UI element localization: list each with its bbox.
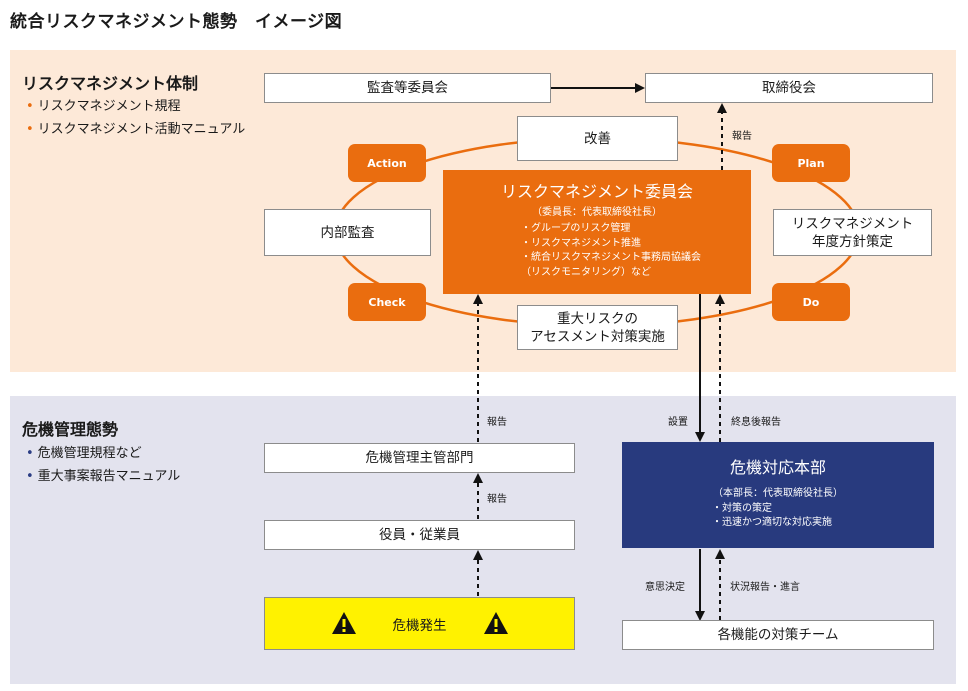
response-team-box: 各機能の対策チーム (622, 620, 934, 650)
list-item: ・グループのリスク管理 (521, 223, 631, 234)
list-item: （リスクモニタリング）など (521, 266, 651, 278)
risk-section-heading: リスクマネジメント体制 (22, 74, 199, 93)
crisis-dept-box: 危機管理主管部門 (264, 443, 575, 473)
crisis-occurrence-box: 危機発生 (264, 597, 575, 650)
internal-audit-box: 内部監査 (264, 209, 431, 256)
hq-chief: （本部長：代表取締役社長） (713, 488, 843, 499)
improvement-box: 改善 (517, 116, 678, 161)
pdca-do-badge: Do (772, 283, 850, 321)
committee-chair: （委員長：代表取締役社長） (532, 207, 662, 218)
hq-duties: ・対策の策定 ・迅速かつ適切な対応実施 (712, 502, 924, 530)
crisis-hq-box: 危機対応本部 （本部長：代表取締役社長） ・対策の策定 ・迅速かつ適切な対応実施 (622, 442, 934, 548)
list-item: ・迅速かつ適切な対応実施 (712, 517, 832, 528)
assessment-line1: 重大リスクの (557, 310, 638, 327)
report-label-upper: 報告 (487, 417, 507, 428)
pdca-check-badge: Check (348, 283, 426, 321)
warning-icon (484, 612, 508, 634)
list-item: リスクマネジメント活動マニュアル (26, 118, 246, 141)
assessment-line2: アセスメント対策実施 (530, 328, 665, 345)
risk-committee-box: リスクマネジメント委員会 （委員長：代表取締役社長） ・グループのリスク管理 ・… (443, 170, 751, 294)
risk-policy-list: リスクマネジメント規程 リスクマネジメント活動マニュアル (26, 95, 246, 141)
list-item: リスクマネジメント規程 (26, 95, 245, 118)
decision-label: 意思決定 (645, 582, 685, 593)
annual-policy-box: リスクマネジメント 年度方針策定 (773, 209, 932, 256)
board-report-label: 報告 (732, 131, 752, 142)
report-label-lower: 報告 (487, 494, 507, 505)
list-item: ・統合リスクマネジメント事務局協議会 (521, 252, 701, 263)
post-report-label: 終息後報告 (731, 417, 781, 428)
assessment-box: 重大リスクの アセスメント対策実施 (517, 305, 678, 350)
list-item: 重大事案報告マニュアル (26, 465, 181, 488)
audit-committee-box: 監査等委員会 (264, 73, 551, 103)
status-report-label: 状況報告・進言 (730, 582, 800, 593)
board-box: 取締役会 (645, 73, 933, 103)
hq-name: 危機対応本部 (729, 458, 826, 477)
establish-label: 設置 (668, 417, 688, 428)
committee-name: リスクマネジメント委員会 (500, 182, 693, 201)
committee-duties: ・グループのリスク管理 ・リスクマネジメント推進 ・統合リスクマネジメント事務局… (521, 222, 741, 280)
page-title: 統合リスクマネジメント態勢 イメージ図 (10, 12, 343, 32)
list-item: ・リスクマネジメント推進 (521, 237, 641, 249)
pdca-plan-badge: Plan (772, 144, 850, 182)
list-item: 危機管理規程など (26, 442, 180, 465)
crisis-section-heading: 危機管理態勢 (22, 420, 119, 439)
pdca-action-badge: Action (348, 144, 426, 182)
officers-box: 役員・従業員 (264, 520, 575, 550)
annual-policy-line2: 年度方針策定 (812, 233, 893, 250)
list-item: ・対策の策定 (712, 503, 772, 514)
warning-icon (332, 612, 356, 634)
crisis-policy-list: 危機管理規程など 重大事案報告マニュアル (26, 442, 181, 488)
annual-policy-line1: リスクマネジメント (791, 215, 914, 232)
occurrence-label: 危機発生 (392, 617, 447, 634)
